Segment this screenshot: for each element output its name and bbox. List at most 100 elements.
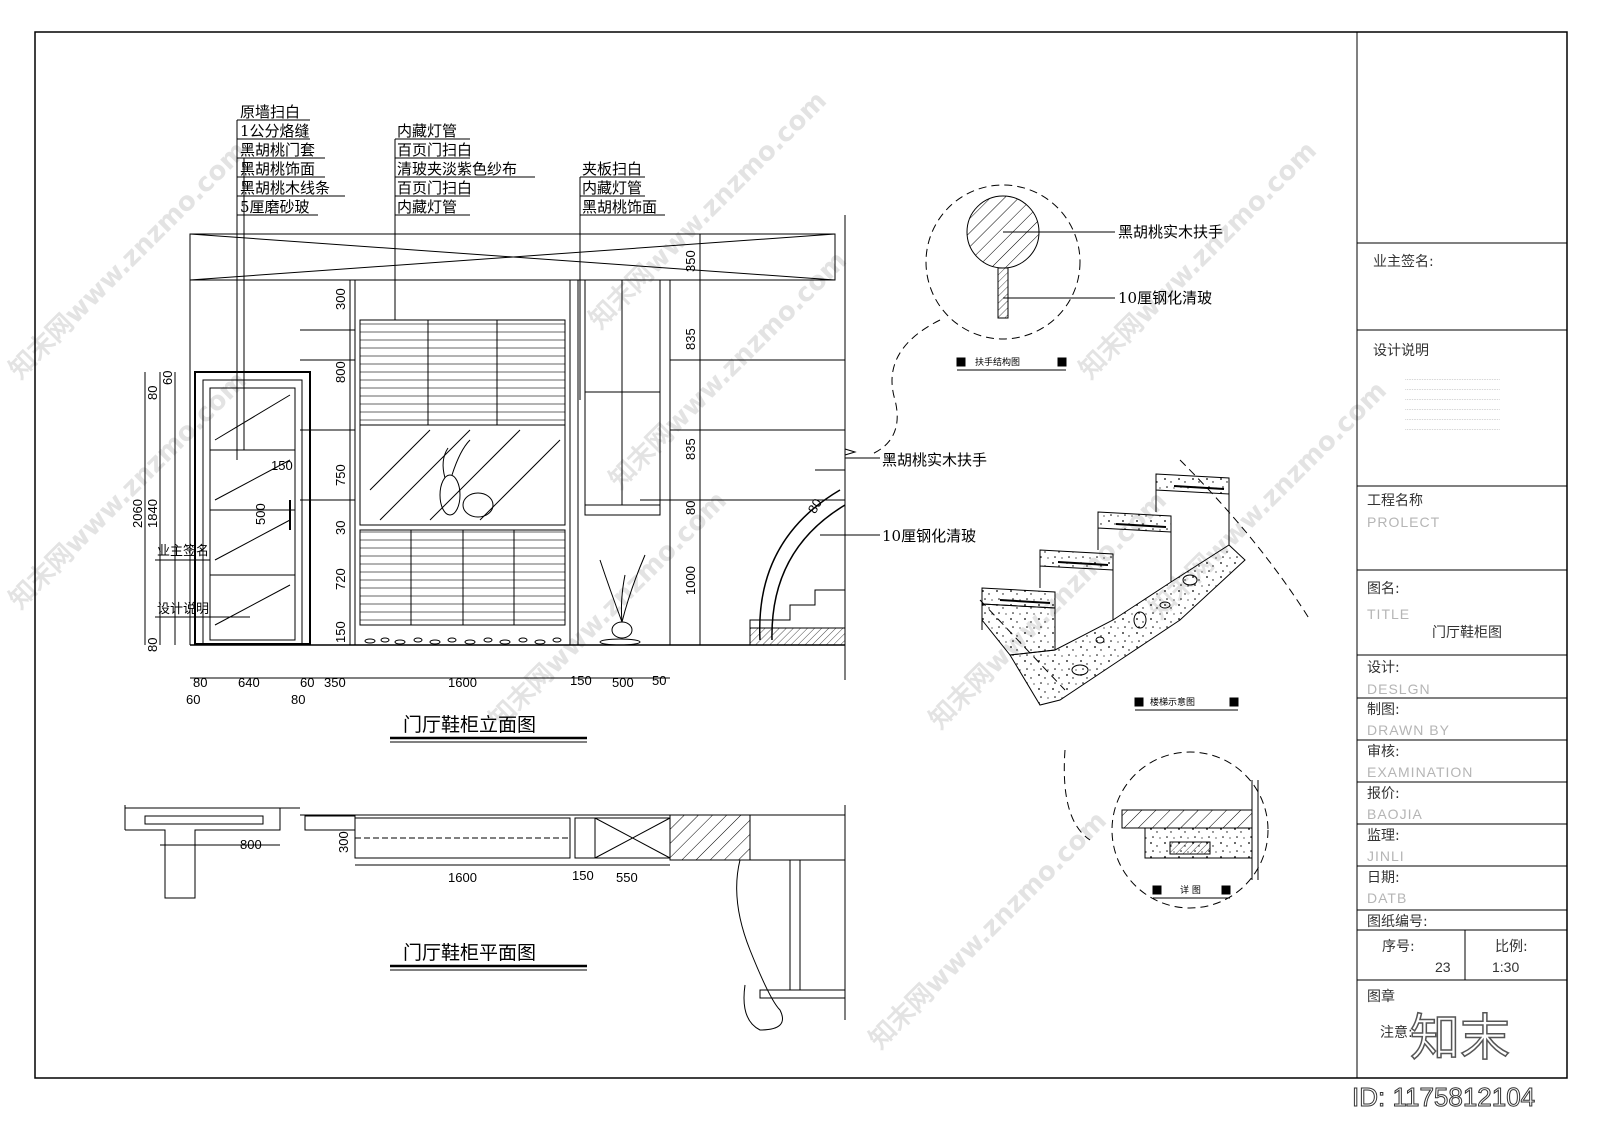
dim-bot-80b: 80 [291, 692, 305, 707]
note-joint: 1公分烙缝 [240, 122, 310, 140]
drawing-no-label: 图纸编号: [1367, 914, 1428, 930]
note-louver: 百页门扫白 [397, 141, 472, 159]
rail-label: 黑胡桃实木扶手 [882, 451, 987, 469]
svg-text:…………………………………………………: ………………………………………………… [1405, 386, 1500, 392]
dim-right-80: 80 [683, 501, 698, 515]
notes-left: 原墙扫白 1公分烙缝 黑胡桃门套 黑胡桃饰面 黑胡桃木线条 5厘磨砂玻 [240, 103, 330, 216]
owner-sign-label: 业主签名: [1373, 253, 1434, 270]
plan-dim-550: 550 [616, 870, 638, 885]
plan-dim-800: 800 [240, 837, 262, 852]
title-label: 图名: [1367, 581, 1400, 597]
note-veneer: 黑胡桃饰面 [240, 160, 315, 178]
price-en: BAOJIA [1367, 806, 1423, 822]
svg-text:…………………………………………………: ………………………………………………… [1405, 376, 1500, 382]
note-door-frame: 黑胡桃门套 [240, 141, 315, 159]
drawn-label: 制图: [1367, 702, 1400, 718]
plan-dim-1600: 1600 [448, 870, 477, 885]
design-en: DESLGN [1367, 681, 1431, 697]
supervise-en: JINLI [1367, 848, 1405, 864]
exam-en: EXAMINATION [1367, 764, 1473, 780]
dim-cab-30: 30 [333, 521, 348, 535]
glass-label: 10厘钢化清玻 [882, 527, 976, 545]
dim-bot-1600: 1600 [448, 675, 477, 690]
dim-bot-350: 350 [324, 675, 346, 690]
dim-cab-150: 150 [333, 621, 348, 643]
plan-title: 门厅鞋柜平面图 [403, 942, 536, 964]
note-prefix: 注意: [1380, 1024, 1413, 1041]
dim-right-350: 350 [683, 250, 698, 272]
dim-bot-640: 640 [238, 675, 260, 690]
section-detail-title: 详 图 [1180, 884, 1201, 896]
handrail-detail: 黑胡桃实木扶手 10厘钢化清玻 扶手结构图 [869, 184, 1223, 456]
dim-bot-150: 150 [570, 673, 592, 688]
scale-label: 比例: [1495, 939, 1528, 955]
design-notes-label: 设计说明 [1373, 343, 1429, 359]
dim-2060: 2060 [130, 499, 145, 528]
supervise-label: 监理: [1367, 828, 1400, 844]
note-wall: 原墙扫白 [240, 103, 300, 121]
dim-60: 60 [160, 371, 175, 385]
elevation-title: 门厅鞋柜立面图 [403, 714, 536, 736]
pebbles [364, 637, 562, 645]
inset-desc: 设计说明 [157, 601, 209, 616]
detail-glass-label: 10厘钢化清玻 [1118, 289, 1212, 307]
dim-door-150: 150 [271, 458, 293, 473]
image-id: ID: 1175812104 [1352, 1082, 1535, 1112]
note-plywood: 夹板扫白 [582, 160, 642, 178]
stair-detail-title: 楼梯示意图 [1150, 696, 1195, 708]
dim-80b: 80 [145, 638, 160, 652]
dim-bot-500: 500 [612, 675, 634, 690]
title-block: 业主签名: 设计说明 ………………………………………………… ………………………… [1352, 32, 1567, 1113]
dim-cab-800: 800 [333, 361, 348, 383]
stamp-label: 图章 [1367, 988, 1395, 1005]
elevation-drawing: 原墙扫白 1公分烙缝 黑胡桃门套 黑胡桃饰面 黑胡桃木线条 5厘磨砂玻 内藏灯管… [130, 103, 987, 743]
svg-text:…………………………………………………: ………………………………………………… [1405, 406, 1500, 412]
detail-rail-label: 黑胡桃实木扶手 [1118, 223, 1223, 241]
notes-mid: 内藏灯管 百页门扫白 清玻夹淡紫色纱布 百页门扫白 内藏灯管 [397, 122, 517, 216]
dim-right-1000: 1000 [683, 566, 698, 595]
dim-80a: 80 [145, 386, 160, 400]
dim-right-835a: 835 [683, 328, 698, 350]
watermark-text: 知末网www.znzmo.com [1074, 136, 1323, 385]
dim-door-500: 500 [253, 503, 268, 525]
dim-1840: 1840 [145, 499, 160, 528]
watermark-text: 知末网www.znzmo.com [864, 806, 1113, 1055]
sheet-border [34, 31, 1568, 1079]
title-en: TITLE [1367, 606, 1410, 622]
date-en: DATB [1367, 890, 1407, 906]
watermark-text: 知末网www.znzmo.com [4, 136, 253, 385]
note-glass-fabric: 清玻夹淡紫色纱布 [397, 160, 517, 178]
note-veneer-2: 黑胡桃饰面 [582, 198, 657, 216]
title-value: 门厅鞋柜图 [1432, 624, 1502, 640]
dim-right-835b: 835 [683, 438, 698, 460]
watermark-text: 知末网www.znzmo.com [4, 366, 253, 615]
angle-dim: 80 [805, 496, 825, 516]
price-label: 报价: [1367, 786, 1400, 802]
dim-bot-80: 80 [193, 675, 207, 690]
stair-treads [981, 473, 1246, 706]
note-wood-strip: 黑胡桃木线条 [240, 179, 330, 197]
brand-logo: 知末 [1410, 1009, 1510, 1067]
handrail-detail-title: 扶手结构图 [975, 356, 1020, 368]
date-label: 日期: [1367, 870, 1400, 886]
plan-dim-150: 150 [572, 868, 594, 883]
note-hidden-light-3: 内藏灯管 [582, 179, 642, 197]
notes-right: 夹板扫白 内藏灯管 黑胡桃饰面 [582, 160, 657, 216]
plan-dim-300: 300 [336, 831, 351, 853]
dim-bot-60: 60 [300, 675, 314, 690]
project-label: 工程名称 [1367, 493, 1423, 509]
svg-text:…………………………………………………: ………………………………………………… [1405, 416, 1500, 422]
inset-sign: 业主签名 [157, 543, 209, 558]
svg-text:…………………………………………………: ………………………………………………… [1405, 426, 1500, 432]
note-frosted-glass: 5厘磨砂玻 [240, 198, 310, 216]
dim-bot-60b: 60 [186, 692, 200, 707]
dim-cab-300: 300 [333, 288, 348, 310]
scale-value: 1:30 [1492, 959, 1519, 975]
drawn-en: DRAWN BY [1367, 722, 1450, 738]
seq-label: 序号: [1382, 939, 1415, 955]
exam-label: 审核: [1367, 744, 1400, 760]
note-hidden-light-2: 内藏灯管 [397, 198, 457, 216]
design-label: 设计: [1367, 660, 1400, 676]
stair-detail: 楼梯示意图 [979, 459, 1311, 711]
